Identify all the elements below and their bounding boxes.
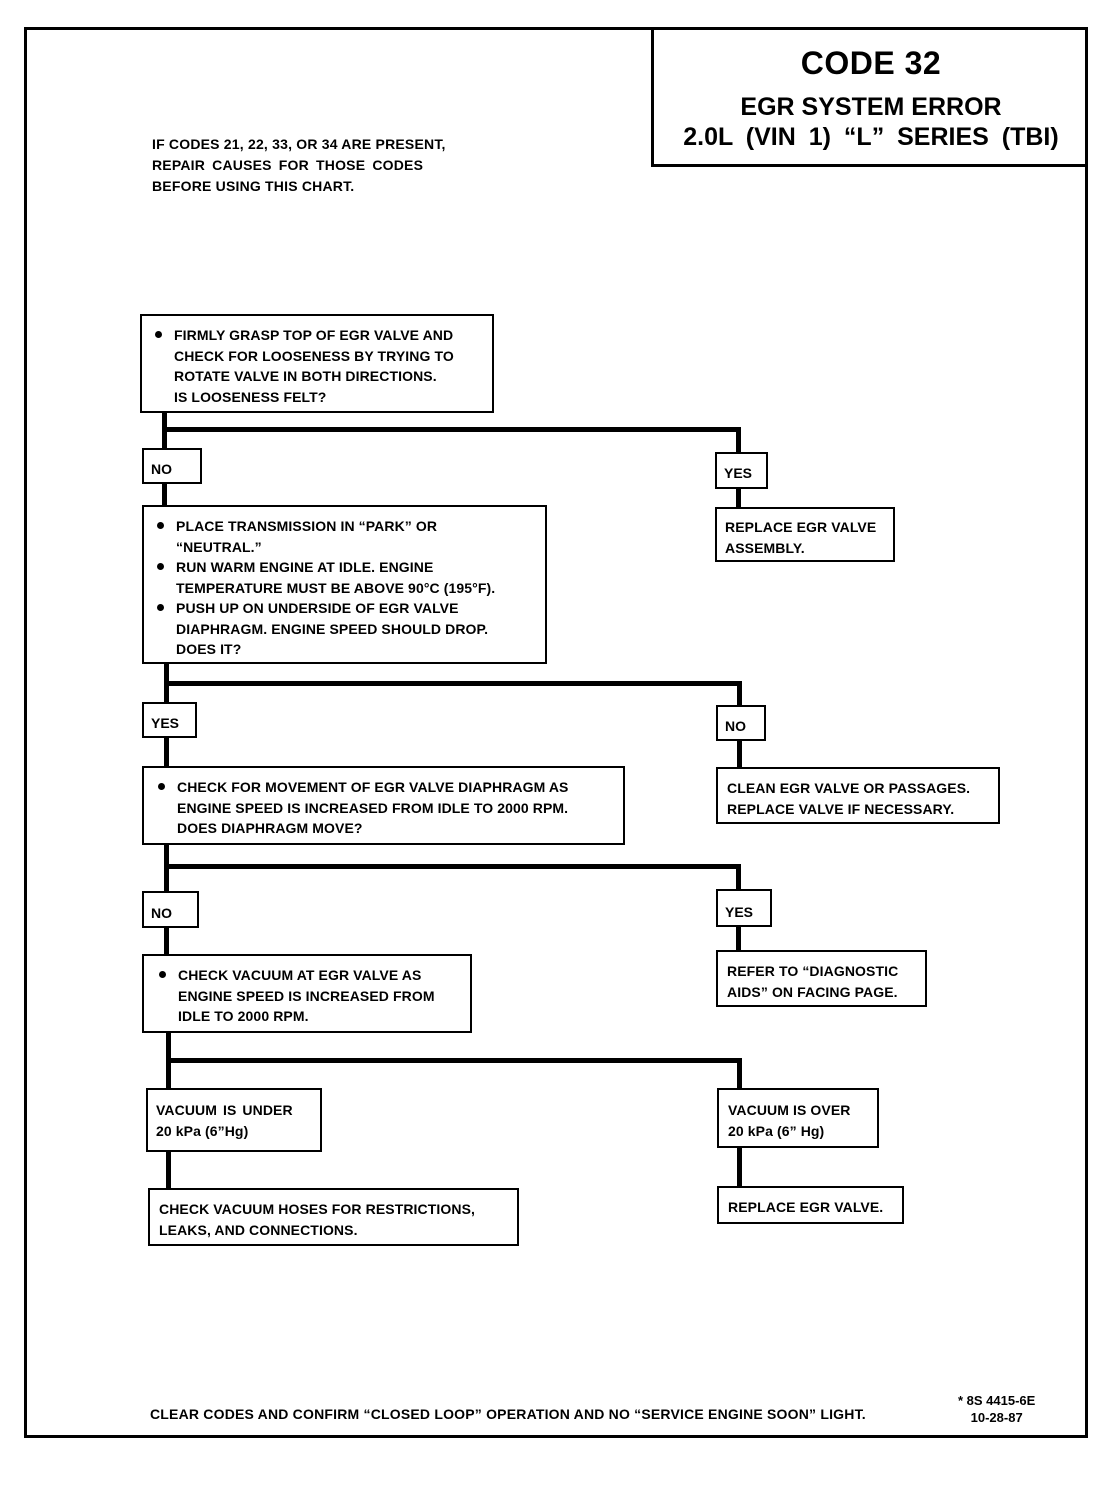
step2-question-box: PLACE TRANSMISSION IN “PARK” OR “NEUTRAL… [142, 505, 547, 664]
step2-bullet: PLACE TRANSMISSION IN “PARK” OR “NEUTRAL… [152, 516, 539, 557]
step3-bullet: CHECK FOR MOVEMENT OF EGR VALVE DIAPHRAG… [153, 777, 617, 839]
vacuum-under-label: VACUUM IS UNDER 20 kPa (6”Hg) [146, 1088, 322, 1152]
step1-yes-label: YES [715, 452, 768, 489]
document-reference: * 8S 4415-6E 10-28-87 [958, 1392, 1035, 1426]
page-border [24, 27, 1088, 1438]
step1-question-box: FIRMLY GRASP TOP OF EGR VALVE AND CHECK … [140, 314, 494, 413]
step2-no-label: NO [716, 705, 766, 741]
connector-line [164, 681, 742, 686]
footer-note: CLEAR CODES AND CONFIRM “CLOSED LOOP” OP… [150, 1406, 866, 1422]
refer-diagnostic-aids-box: REFER TO “DIAGNOSTIC AIDS” ON FACING PAG… [716, 950, 927, 1007]
chart-title: EGR SYSTEM ERROR [740, 93, 1002, 121]
precondition-line: BEFORE USING THIS CHART. [152, 178, 355, 194]
document-date: 10-28-87 [970, 1410, 1023, 1425]
check-vacuum-hoses-box: CHECK VACUUM HOSES FOR RESTRICTIONS, LEA… [148, 1188, 519, 1246]
connector-line [166, 1058, 742, 1063]
document-number: * 8S 4415-6E [958, 1393, 1036, 1408]
step4-bullet: CHECK VACUUM AT EGR VALVE AS ENGINE SPEE… [154, 965, 464, 1027]
step2-bullet: PUSH UP ON UNDERSIDE OF EGR VALVE DIAPHR… [152, 598, 539, 660]
chart-subtitle: 2.0L (VIN 1) “L” SERIES (TBI) [683, 123, 1059, 151]
step3-yes-label: YES [716, 889, 772, 927]
step1-no-label: NO [142, 448, 202, 484]
step4-question-box: CHECK VACUUM AT EGR VALVE AS ENGINE SPEE… [142, 954, 472, 1033]
replace-egr-valve-assembly-box: REPLACE EGR VALVE ASSEMBLY. [715, 507, 895, 562]
clean-egr-valve-box: CLEAN EGR VALVE OR PASSAGES. REPLACE VAL… [716, 767, 1000, 824]
replace-egr-valve-box: REPLACE EGR VALVE. [717, 1186, 904, 1224]
vacuum-over-label: VACUUM IS OVER 20 kPa (6” Hg) [717, 1088, 879, 1148]
precondition-line: REPAIR CAUSES FOR THOSE CODES [152, 157, 424, 173]
step3-no-label: NO [142, 891, 199, 928]
step1-bullet: FIRMLY GRASP TOP OF EGR VALVE AND CHECK … [150, 325, 486, 407]
step3-question-box: CHECK FOR MOVEMENT OF EGR VALVE DIAPHRAG… [142, 766, 625, 845]
precondition-line: IF CODES 21, 22, 33, OR 34 ARE PRESENT, [152, 136, 446, 152]
connector-line [164, 864, 741, 869]
code-number: CODE 32 [800, 45, 942, 81]
step2-yes-label: YES [142, 702, 197, 738]
title-block: CODE 32 EGR SYSTEM ERROR 2.0L (VIN 1) “L… [651, 27, 1088, 167]
precondition-note: IF CODES 21, 22, 33, OR 34 ARE PRESENT, … [152, 134, 482, 197]
step2-bullet: RUN WARM ENGINE AT IDLE. ENGINE TEMPERAT… [152, 557, 539, 598]
connector-line [162, 427, 741, 432]
